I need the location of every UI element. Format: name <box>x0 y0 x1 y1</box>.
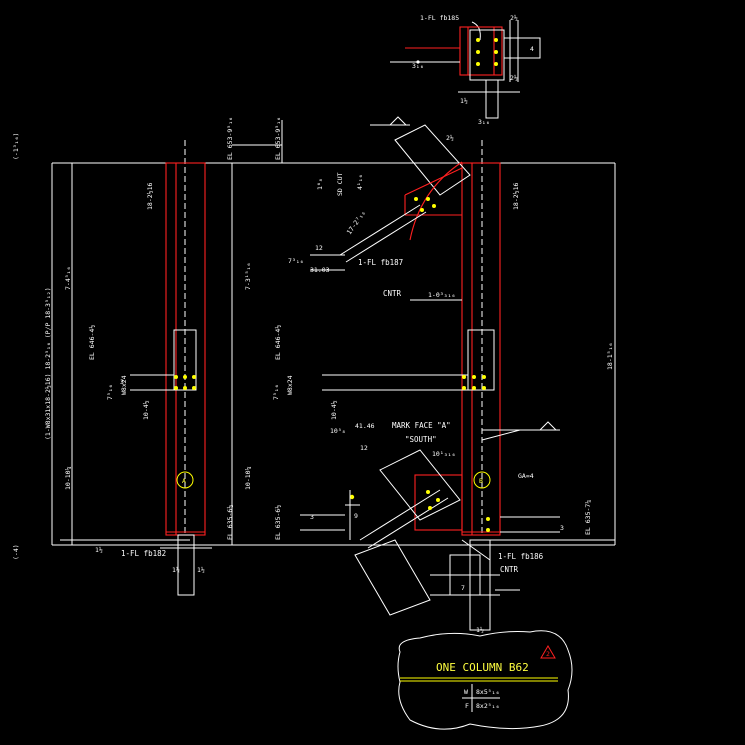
lower-brace <box>300 449 491 616</box>
drawing-title: ONE COLUMN B62 <box>436 661 529 674</box>
revision-triangle <box>540 645 556 659</box>
w-label: W <box>464 688 468 696</box>
dim-label: 4¹₁₆ <box>356 174 364 190</box>
beam-section: W8x24 <box>120 375 128 395</box>
upper-brace <box>310 124 471 301</box>
frame <box>51 120 616 546</box>
dim-label: 2½ <box>510 14 518 22</box>
dim-label: 3 <box>310 513 314 521</box>
dim-label: 7-4⁵₁₆ <box>64 267 72 290</box>
dim-label: 10⁵₈ <box>330 427 346 435</box>
callout-fl185: 1-FL fb185 <box>420 14 459 22</box>
dim-label: 3 <box>120 378 124 386</box>
gage-label: GA=4 <box>518 472 534 480</box>
dim-label: (-1³₁₆) <box>12 133 20 160</box>
dim-label: 12 <box>360 444 368 452</box>
callout-fl186: 1-FL fb186 <box>498 552 544 561</box>
callout-fl187: 1-FL fb187 <box>358 258 403 267</box>
dim-label: 1½ <box>197 566 205 574</box>
revision-cloud <box>397 630 573 730</box>
elevation-label: EL 646-4½ <box>274 325 282 360</box>
bolt-mark <box>476 38 480 42</box>
title-block: 2 ONE COLUMN B62 W 8x5⁵₁₆ F 8x2⁵₁₆ <box>397 630 573 730</box>
grid-bubble-a <box>176 471 194 489</box>
dim-label: 18-2½16 <box>512 183 520 210</box>
dim-label: 10-4½ <box>142 400 150 420</box>
bolt-mark <box>494 50 498 54</box>
callout-cntr: CNTR <box>383 289 402 298</box>
dim-label: 2½ <box>446 134 454 142</box>
dim-label: 3 <box>560 524 564 532</box>
dim-label: 1⁶₈ <box>316 178 324 190</box>
bolt-mark <box>476 62 480 66</box>
elevation-label: EL 635-6½ <box>226 505 234 540</box>
dim-label: 1½ <box>172 566 180 574</box>
w-value: 8x5⁵₁₆ <box>476 688 499 696</box>
dim-label: 18-2½16 <box>146 183 154 210</box>
top-detail: 1-FL fb185 2½ 2½ 4 3₁₆ 1½ 3₁₆ <box>390 14 541 126</box>
dim-label: 17-2⁷₁₆ <box>345 209 367 236</box>
elevation-label: EL 653-9⁵₁₆ <box>226 117 234 160</box>
mark-face-label: MARK FACE "A" <box>392 421 451 430</box>
callout-leader <box>471 21 481 41</box>
dim-label: 1½ <box>460 97 468 105</box>
dim-label: 10-10¼ <box>244 466 252 490</box>
dim-label: 7⁵₁₆ <box>106 384 114 400</box>
callout-cntr: CNTR <box>500 565 519 574</box>
dim-label: 4 <box>530 45 534 53</box>
grid-label-a: A <box>182 477 186 485</box>
elevation-label: EL 646-4½ <box>88 325 96 360</box>
bolt-mark <box>494 38 498 42</box>
bolt-mark <box>476 50 480 54</box>
bolt-mark <box>494 62 498 66</box>
dim-label: 12 <box>315 244 323 252</box>
f-value: 8x2⁵₁₆ <box>476 702 499 710</box>
top-plate-outline <box>459 26 503 76</box>
dim-label: 7⁵₁₆ <box>272 384 280 400</box>
dim-label: 7-3¹⁵₁₆ <box>244 263 252 290</box>
dim-label: (1-W8x31x18-2½16) 18-2⁵₁₆ (P/P 18-3⁵₁₂) <box>44 287 52 440</box>
dim-label: 2½ <box>510 74 518 82</box>
elevation-label: EL 635-7¼ <box>584 500 592 535</box>
brace-plate <box>394 124 471 196</box>
dim-label: 10¹₃₁₆ <box>432 450 455 458</box>
dim-label: 31.03 <box>310 266 330 274</box>
dim-label: 7³₁₆ <box>288 257 304 265</box>
dim-label: 3₁₆ <box>412 62 424 70</box>
lower-gusset <box>414 474 463 531</box>
dim-label: 3₁₆ <box>478 118 490 126</box>
grid-label-b: B <box>479 477 483 485</box>
brace-plate-lower <box>379 449 461 521</box>
callout-fl182: 1-FL fb182 <box>121 549 166 558</box>
column-a <box>130 140 212 596</box>
south-label: "SOUTH" <box>405 435 437 444</box>
elevation-label: EL 653-9⁵₁₆ <box>274 117 282 160</box>
dim-label: 41.46 <box>355 422 375 430</box>
grid-bubble-b <box>473 471 491 489</box>
bolt-mark <box>416 60 420 64</box>
revision-number: 2 <box>546 650 550 658</box>
beam-section: W8x24 <box>286 375 294 395</box>
elevation-label: EL 635-6½ <box>274 505 282 540</box>
dim-label: (-4) <box>12 544 20 560</box>
labels: EL 653-9⁵₁₆ EL 653-9⁵₁₆ EL 646-4½ EL 646… <box>12 117 614 634</box>
dim-label: 1½ <box>476 626 484 634</box>
dim-label: 10-4½ <box>330 400 338 420</box>
dim-label: 18-1⁵₁₆ <box>606 343 614 370</box>
grid-bubbles: A B <box>176 471 491 489</box>
dim-label: 7 <box>461 584 465 592</box>
dim-label: 10-10¼ <box>64 466 72 490</box>
dim-label: SD CUT <box>336 172 344 196</box>
column-b <box>322 140 560 631</box>
dim-label: 9 <box>354 512 358 520</box>
dim-label: 1-0³₃₁₆ <box>428 291 455 299</box>
dim-label: 1½ <box>95 546 103 554</box>
f-label: F <box>465 702 469 710</box>
weld-symbols <box>370 116 615 591</box>
